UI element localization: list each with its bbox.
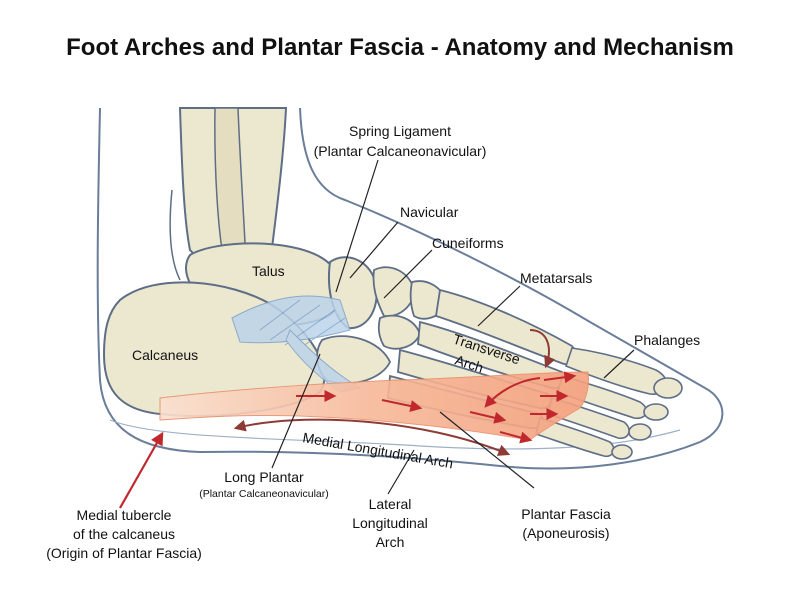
long-plantar-sublabel: (Plantar Calcaneonavicular)	[199, 488, 329, 500]
navicular-label: Navicular	[400, 204, 459, 220]
medial-longitudinal-arch-label: Medial Longitudinal Arch	[301, 429, 454, 471]
leader-lines	[271, 159, 635, 495]
phalanges-label: Phalanges	[634, 332, 700, 348]
medial-tubercle-arrow	[119, 431, 164, 509]
lateral-arch-label-3: Arch	[376, 534, 405, 550]
cuneiforms-label: Cuneiforms	[432, 235, 504, 251]
medial-tubercle-label-1: Medial tubercle	[77, 507, 172, 523]
plantar-fascia-sublabel: (Aponeurosis)	[522, 525, 609, 541]
spring-ligament-sublabel: (Plantar Calcaneonavicular)	[314, 143, 487, 159]
leg-bones	[169, 107, 288, 281]
plantar-fascia-label: Plantar Fascia	[521, 506, 611, 522]
medial-longitudinal-arch-arrow	[233, 418, 511, 456]
page-title: Foot Arches and Plantar Fascia - Anatomy…	[66, 34, 734, 61]
calcaneus-label: Calcaneus	[132, 347, 198, 363]
skin-outline	[96, 107, 724, 470]
phalanx-bones	[535, 347, 683, 460]
talus-label: Talus	[252, 263, 285, 279]
lateral-arch-label-1: Lateral	[369, 496, 412, 512]
long-plantar-label: Long Plantar	[224, 469, 304, 485]
spring-ligament-label: Spring Ligament	[349, 123, 451, 139]
medial-tubercle-label-2: of the calcaneus	[73, 526, 175, 542]
medial-tubercle-label-3: (Origin of Plantar Fascia)	[46, 545, 202, 561]
ligaments	[231, 295, 362, 393]
lateral-arch-label-2: Longitudinal	[352, 515, 428, 531]
metatarsals-label: Metatarsals	[520, 270, 592, 286]
transverse-arch-arrow	[529, 329, 556, 369]
